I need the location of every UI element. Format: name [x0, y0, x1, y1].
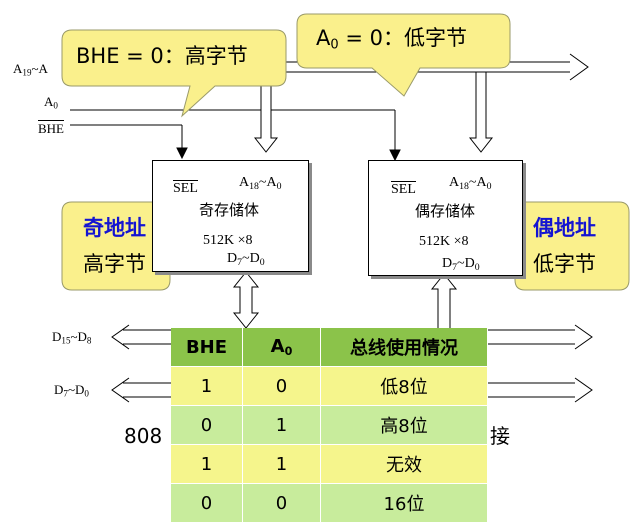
bhe-callout-bubble: [61, 29, 287, 118]
even-data-sub1: 7: [452, 261, 458, 273]
cell-bhe: 1: [171, 445, 243, 484]
table-row: 1 1 无效: [171, 445, 488, 484]
even-addr-letter: A: [449, 175, 460, 190]
header-bus-usage: 总线使用情况: [321, 328, 488, 367]
data-bus-low-label: D7~D0: [54, 383, 89, 399]
even-bank-name: 偶存储体: [415, 202, 476, 220]
odd-addr-sub1: 18: [249, 180, 259, 192]
a19-letter: A: [13, 61, 23, 76]
even-addr-sub1: 18: [459, 180, 469, 192]
a19-subscript: 19: [22, 67, 32, 78]
odd-memory-bank: SEL A18~A0 奇存储体 512K ×8 D7~D0: [152, 160, 309, 272]
cell-a0: 1: [243, 445, 321, 484]
even-memory-bank: SEL A18~A0 偶存储体 512K ×8 D7~D0: [368, 160, 523, 276]
even-data-letter: D: [442, 256, 453, 271]
a0-wire: [70, 109, 401, 162]
d15-subscript: 15: [61, 335, 71, 346]
even-data-sub2: 0: [474, 261, 480, 273]
d15-letter: D: [52, 329, 62, 344]
odd-address-title: 奇地址: [83, 216, 146, 240]
data-bus-high-label: D15~D8: [52, 330, 91, 346]
cell-a0: 1: [243, 406, 321, 445]
a0-letter: A: [44, 94, 54, 109]
cell-a0: 0: [243, 484, 321, 523]
odd-data-sub2: 0: [259, 256, 265, 268]
even-address-title: 偶地址: [533, 216, 596, 240]
a0-callout-letter: A: [316, 26, 331, 50]
even-address-label: A18~A0: [449, 176, 492, 192]
header-a0-letter: A: [270, 335, 285, 357]
d0-subscript: 0: [84, 388, 89, 399]
d7-tilde: ~D: [67, 382, 85, 397]
cell-usage: 低8位: [321, 367, 488, 406]
d7-subscript: 7: [63, 388, 68, 399]
odd-address-label: A18~A0: [239, 176, 282, 192]
table-row: 1 0 低8位: [171, 367, 488, 406]
bhe-callout-text: BHE = 0：高字节: [76, 44, 248, 68]
odd-data-tilde: ~D: [242, 251, 260, 266]
caption-left-fragment: 808: [124, 424, 163, 448]
d8-subscript: 8: [86, 335, 92, 346]
odd-addr-letter: A: [239, 175, 250, 190]
a0-callout-subscript: 0: [330, 37, 339, 53]
table-row: 0 0 16位: [171, 484, 488, 523]
even-sel-label: SEL: [391, 181, 416, 197]
even-addr-tilde: ~A: [468, 175, 487, 190]
even-data-label: D7~D0: [442, 257, 480, 273]
cell-usage: 16位: [321, 484, 488, 523]
caption-right-fragment: 接: [490, 424, 510, 448]
cell-bhe: 1: [171, 367, 243, 406]
address-bus-label: A19~A: [13, 62, 48, 78]
a19-tilde: ~A: [31, 61, 48, 76]
a0-callout-rest: = 0：低字节: [338, 26, 467, 50]
odd-bank-name: 奇存储体: [199, 201, 260, 219]
cell-a0: 0: [243, 367, 321, 406]
bhe-wire: [70, 124, 188, 160]
d7-letter: D: [54, 382, 64, 397]
cell-usage: 无效: [321, 445, 488, 484]
cell-bhe: 0: [171, 484, 243, 523]
odd-data-arrow: [232, 271, 260, 329]
cell-bhe: 0: [171, 406, 243, 445]
bus-usage-table: BHE A0 总线使用情况 1 0 低8位 0 1 高8位 1 1 无效 0 0…: [171, 328, 488, 523]
header-a0-subscript: 0: [284, 345, 293, 359]
table-row: 0 1 高8位: [171, 406, 488, 445]
header-bhe: BHE: [171, 328, 243, 367]
odd-data-letter: D: [227, 251, 238, 266]
odd-sel-label: SEL: [173, 180, 198, 196]
a0-signal-label: A0: [44, 95, 58, 111]
even-bank-size: 512K ×8: [419, 234, 469, 249]
a0-callout-text: A0 = 0：低字节: [316, 28, 467, 52]
a0-subscript: 0: [53, 100, 58, 111]
cell-usage: 高8位: [321, 406, 488, 445]
table-header-row: BHE A0 总线使用情况: [171, 328, 488, 367]
odd-data-label: D7~D0: [227, 252, 265, 268]
odd-address-subtitle: 高字节: [83, 252, 146, 276]
odd-addr-tilde: ~A: [258, 175, 277, 190]
even-data-tilde: ~D: [457, 256, 475, 271]
even-address-subtitle: 低字节: [533, 252, 596, 276]
even-addr-arrow: [468, 71, 494, 153]
bhe-signal-label: BHE: [38, 120, 64, 136]
odd-bank-size: 512K ×8: [203, 233, 253, 248]
header-a0: A0: [243, 328, 321, 367]
d15-tilde: ~D: [70, 329, 87, 344]
odd-data-sub1: 7: [237, 256, 243, 268]
a0-callout-bubble: [296, 13, 511, 97]
odd-addr-sub2: 0: [276, 180, 282, 192]
even-addr-sub2: 0: [486, 180, 492, 192]
